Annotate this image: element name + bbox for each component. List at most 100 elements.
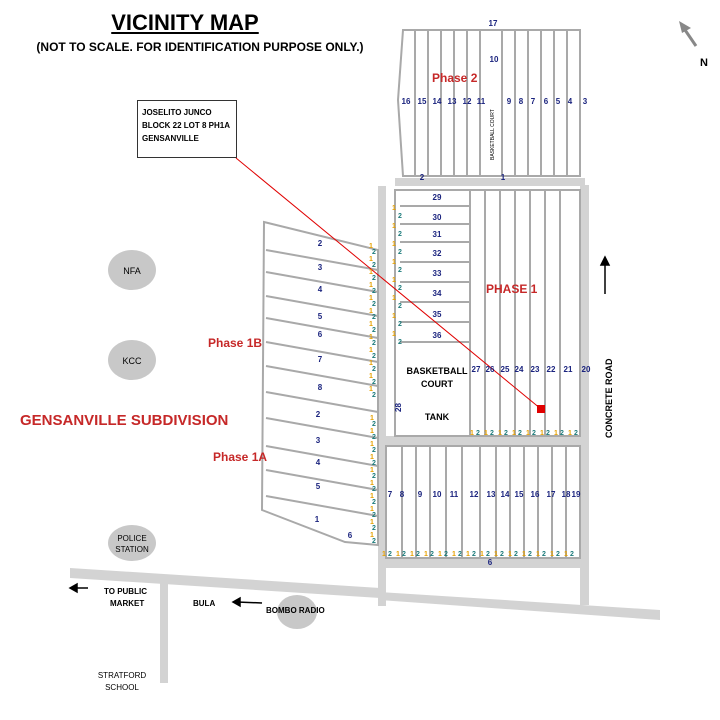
- lot-number-small: 2: [372, 447, 376, 454]
- block-number-phase1-right: 22: [547, 365, 556, 374]
- block-number-phase1-left: 32: [433, 249, 442, 258]
- lot-number-small: 1: [536, 551, 540, 558]
- police-label-2: STATION: [115, 545, 149, 554]
- lot-number-small: 1: [370, 519, 374, 526]
- lot-number-small: 1: [392, 313, 396, 320]
- lot-number-small: 2: [372, 288, 376, 295]
- lot-number-small: 1: [568, 430, 572, 437]
- block-number-phase1b: 2: [318, 239, 323, 248]
- lot-number-small: 2: [398, 213, 402, 220]
- tank-label: TANK: [425, 412, 450, 422]
- lot-number-small: 2: [476, 430, 480, 437]
- lot-number-small: 2: [372, 301, 376, 308]
- lot-number-small: 1: [370, 506, 374, 513]
- main-road: [70, 568, 380, 598]
- block-number-phase1b: 5: [318, 312, 323, 321]
- lot-number-small: 2: [372, 525, 376, 532]
- road-phase2-bottom: [395, 178, 585, 186]
- lot-number-small: 1: [369, 256, 373, 263]
- block-number-phase1a: 5: [316, 482, 321, 491]
- block-number-phase2: 8: [519, 97, 524, 106]
- block-number-phase2: 3: [583, 97, 588, 106]
- phase2-block: [396, 29, 581, 177]
- lot-number-small: 1: [370, 480, 374, 487]
- lot-number-small: 1: [540, 430, 544, 437]
- lot-number-small: 2: [398, 285, 402, 292]
- lot-number-small: 1: [484, 430, 488, 437]
- lot-number-small: 2: [398, 303, 402, 310]
- block-number-phase2: 11: [477, 97, 486, 106]
- phase1-label: PHASE 1: [486, 282, 538, 296]
- kcc-oval: [108, 340, 156, 380]
- bottom-block: [385, 445, 581, 559]
- lot-number-small: 2: [372, 486, 376, 493]
- basketball-court-label-1: BASKETBALL: [407, 366, 468, 376]
- block-number-phase2: 9: [507, 97, 512, 106]
- lot-number-small: 1: [498, 430, 502, 437]
- block-number-phase1b: 6: [318, 330, 323, 339]
- callout-pointer: [235, 157, 542, 410]
- concrete-road-strip: [580, 185, 589, 605]
- lot-number-small: 2: [372, 538, 376, 545]
- lot-number-small: 2: [372, 353, 376, 360]
- lot-number-small: 1: [522, 551, 526, 558]
- lot-number-small: 1: [554, 430, 558, 437]
- lot-number-small: 1: [508, 551, 512, 558]
- lot-number-small: 1: [526, 430, 530, 437]
- block-number-phase1-left: 31: [433, 230, 442, 239]
- market-label-1: TO PUBLIC: [104, 587, 147, 596]
- lot-number-small: 1: [480, 551, 484, 558]
- block-number-phase1-left: 35: [433, 310, 442, 319]
- block-number-phase2: 15: [418, 97, 427, 106]
- police-oval: [108, 525, 156, 561]
- lot-number-small: 2: [372, 421, 376, 428]
- block-number-bottom: 15: [515, 490, 524, 499]
- lot-number-small: 2: [372, 275, 376, 282]
- block-number-phase1a: 4: [316, 458, 321, 467]
- lot-number-small: 2: [542, 551, 546, 558]
- lot-number-small: 1: [369, 243, 373, 250]
- lot-number-small: 2: [472, 551, 476, 558]
- block-number-phase1a: 1: [315, 515, 320, 524]
- bombo-arrow-icon: [231, 596, 263, 608]
- lot-number-small: 2: [372, 249, 376, 256]
- lot-number-small: 1: [392, 223, 396, 230]
- block-number-phase1-right: 21: [564, 365, 573, 374]
- subdivision-label: GENSANVILLE SUBDIVISION: [20, 412, 228, 429]
- lot-number-small: 1: [369, 295, 373, 302]
- lot-number-small: 1: [369, 321, 373, 328]
- block-number-bottom: 14: [501, 490, 510, 499]
- lot-number-small: 2: [372, 262, 376, 269]
- lot-number-small: 2: [486, 551, 490, 558]
- block-10-phase2: 10: [490, 55, 499, 64]
- bombo-label: BOMBO RADIO: [266, 606, 325, 615]
- block-number-phase2: 5: [556, 97, 561, 106]
- block-number-phase1a: 3: [316, 436, 321, 445]
- left-arrow-icon: [68, 582, 88, 594]
- lot-number-small: 1: [452, 551, 456, 558]
- lot-number-small: 1: [369, 308, 373, 315]
- lot-number-small: 1: [370, 441, 374, 448]
- lot-number-small: 1: [382, 551, 386, 558]
- block-numbers: 17 10 2 1 28 6: [394, 19, 506, 567]
- block-number-phase1a: 6: [348, 531, 353, 540]
- lot-number-small: 1: [438, 551, 442, 558]
- block-number-phase2: 7: [531, 97, 536, 106]
- map-title: VICINITY MAP: [111, 10, 259, 35]
- road-number-1: 1: [501, 173, 506, 182]
- lot-number-small: 2: [518, 430, 522, 437]
- callout-owner: JOSELITO JUNCO: [142, 108, 212, 117]
- block-number-bottom: 7: [388, 490, 393, 499]
- lot-number-small: 1: [369, 334, 373, 341]
- lot-number-small: 1: [370, 415, 374, 422]
- lot-number-small: 2: [372, 366, 376, 373]
- block-number-phase2: 13: [448, 97, 457, 106]
- block-number-phase1b: 8: [318, 383, 323, 392]
- lot-number-small: 2: [402, 551, 406, 558]
- basketball-court-label-2: COURT: [421, 379, 453, 389]
- phase1b-block: [260, 220, 379, 547]
- stratford-label-1: STRATFORD: [98, 671, 147, 680]
- block-number-bottom: 13: [487, 490, 496, 499]
